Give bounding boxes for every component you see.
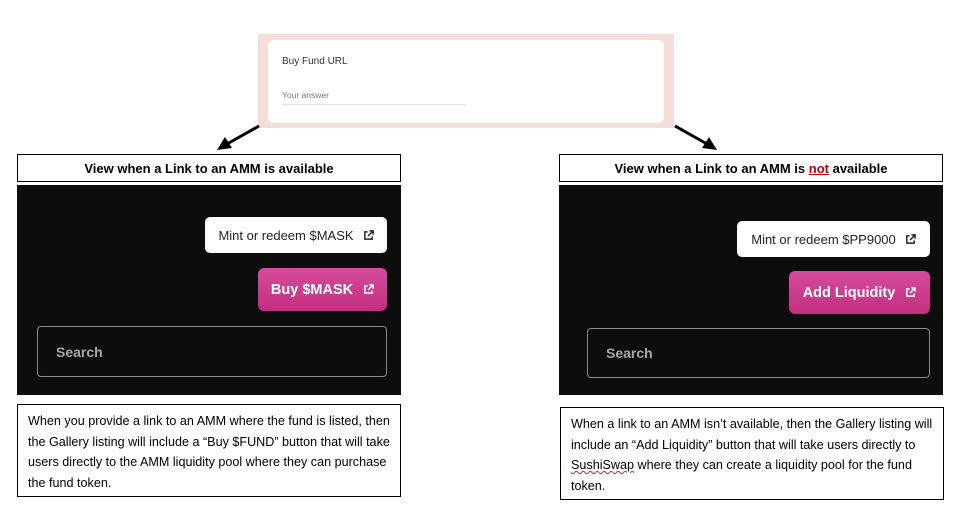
arrow-icon-right [674, 124, 717, 150]
form-question-label: Buy Fund URL [282, 56, 348, 67]
left-description: When you provide a link to an AMM where … [17, 404, 401, 497]
answer-input[interactable]: Your answer [282, 90, 466, 105]
mint-redeem-pp9000-button[interactable]: Mint or redeem $PP9000 [737, 221, 930, 257]
right-dark-panel: Mint or redeem $PP9000 Add Liquidity Sea… [559, 185, 943, 395]
sushiswap-link: SushiSwap [571, 458, 635, 472]
right-caption-emphasis: not [808, 160, 829, 176]
right-description-after: where they can create a liquidity pool f… [571, 458, 912, 493]
mint-redeem-mask-label: Mint or redeem $MASK [218, 227, 354, 243]
arrow-icon-left [217, 124, 260, 150]
external-link-icon [363, 229, 374, 240]
add-liquidity-button[interactable]: Add Liquidity [789, 271, 930, 314]
right-caption: View when a Link to an AMM is not availa… [559, 154, 943, 182]
external-link-icon [364, 284, 374, 294]
right-caption-before: View when a Link to an AMM is [614, 160, 809, 176]
left-description-text: When you provide a link to an AMM where … [28, 414, 390, 490]
mint-redeem-pp9000-label: Mint or redeem $PP9000 [751, 231, 896, 247]
external-link-icon [906, 287, 917, 297]
buy-mask-label: Buy $MASK [270, 281, 354, 298]
right-caption-after: available [828, 160, 888, 176]
buy-mask-button[interactable]: Buy $MASK [258, 268, 387, 311]
external-link-icon [905, 233, 916, 244]
search-placeholder: Search [606, 345, 653, 361]
add-liquidity-label: Add Liquidity [802, 284, 896, 301]
left-dark-panel: Mint or redeem $MASK Buy $MASK Search [17, 185, 401, 395]
right-description: When a link to an AMM isn’t available, t… [560, 407, 944, 500]
search-input[interactable]: Search [37, 326, 387, 377]
left-caption-text: View when a Link to an AMM is available [84, 160, 334, 176]
left-caption: View when a Link to an AMM is available [17, 154, 401, 182]
search-placeholder: Search [56, 343, 103, 360]
form-preview-frame: Buy Fund URL Your answer [258, 34, 674, 128]
right-description-before: When a link to an AMM isn’t available, t… [571, 417, 933, 452]
mint-redeem-mask-button[interactable]: Mint or redeem $MASK [205, 217, 387, 253]
search-input[interactable]: Search [587, 328, 930, 378]
form-question-card: Buy Fund URL Your answer [268, 40, 664, 123]
